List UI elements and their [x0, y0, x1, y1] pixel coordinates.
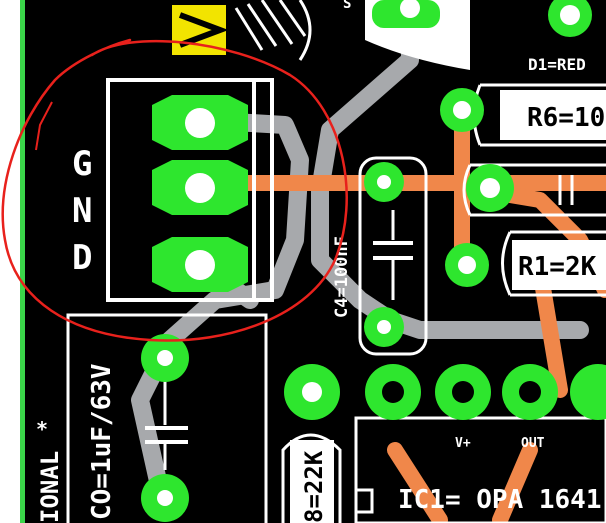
r6-body [500, 90, 606, 140]
r8-resistor: 8=22K [281, 364, 342, 523]
r1-body [512, 240, 606, 290]
r1-label: R1=2K [518, 252, 597, 282]
red-annotation-tail [35, 101, 53, 151]
partial-top-label: S [343, 0, 351, 12]
red-annotation-circle [1, 38, 348, 342]
ic1-label: IC1= OPA 1641 [398, 485, 602, 515]
gnd-label-n: N [72, 191, 92, 231]
orange-trace-bottom-1 [387, 442, 448, 523]
gnd-label-d: D [72, 238, 92, 278]
ic1-outline [354, 416, 606, 523]
optional-label: IONAL [36, 451, 64, 523]
board-edge-strip [20, 0, 25, 523]
gnd-terminal-block: G N D [72, 78, 274, 302]
r6-label: R6=10 [527, 103, 605, 133]
co-outline [66, 313, 268, 523]
pad-top-center-hole [400, 0, 420, 18]
c4-label: C4=100nF [332, 236, 352, 318]
gnd-label-g: G [72, 144, 92, 184]
ic1-pads [365, 364, 606, 420]
c4-outline [358, 156, 428, 356]
terminal-outline [106, 78, 274, 302]
top-component-partials: S D1=RED [172, 0, 592, 74]
optional-asterisk: * [36, 417, 48, 441]
r8-body [290, 440, 334, 523]
ic1: V+ OUT IC1= OPA 1641 [354, 364, 606, 523]
pad-top-right-hole [560, 5, 580, 25]
out-label: OUT [521, 436, 545, 451]
gnd-pad-2-hole [185, 173, 215, 203]
hatch-lines [234, 0, 307, 51]
vplus-label: V+ [455, 436, 471, 451]
r8-label: 8=22K [300, 450, 328, 523]
gray-trace-main [311, 0, 589, 339]
yellow-silk-mark [178, 12, 229, 48]
resistor-area: R6=10 R1=2K [440, 83, 606, 297]
gray-trace-left [131, 111, 309, 499]
c4-capacitor: C4=100nF [332, 156, 428, 356]
d1-label: D1=RED [528, 55, 586, 74]
co-label: CO=1uF/63V [87, 363, 117, 520]
orange-trace-bottom-2 [492, 442, 538, 523]
co-capacitor: CO=1uF/63V IONAL * [36, 313, 268, 523]
transistor-outline [298, 0, 312, 61]
gnd-pad-3-hole [185, 250, 215, 280]
gnd-pads [152, 95, 248, 292]
gnd-pad-1-hole [185, 108, 215, 138]
